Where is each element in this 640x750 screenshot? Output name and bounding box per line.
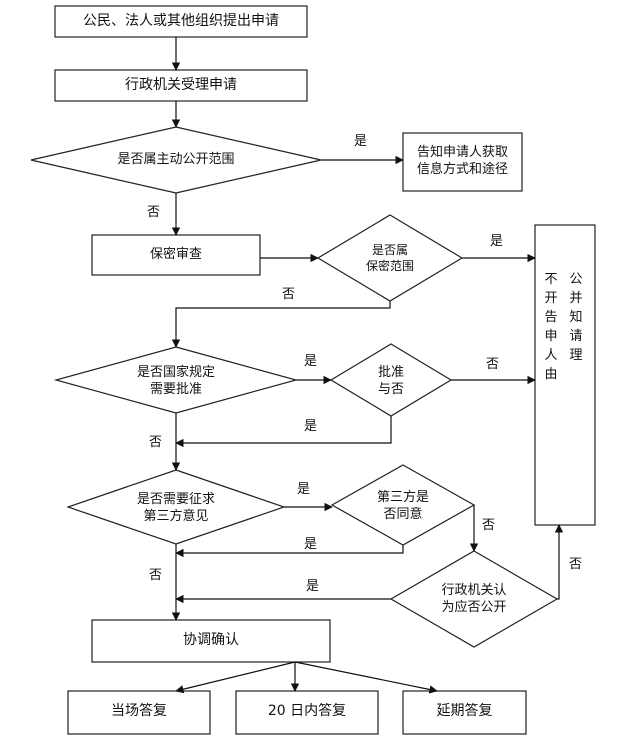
edge-third-needed-yes: 是: [297, 482, 311, 497]
accept-label: 行政机关受理申请: [125, 77, 237, 93]
secret-line-2: 保密范围: [365, 259, 414, 273]
edge-secret-yes: 是: [490, 234, 504, 249]
edge-proactive-no: 否: [147, 205, 161, 220]
reply-20days-label: 20 日内答复: [267, 703, 347, 719]
agency-decides-line-2: 为应否公开: [441, 600, 507, 615]
apply-label: 公民、法人或其他组织提出申请: [83, 13, 279, 29]
proactive-label: 是否属主动公开范围: [117, 152, 235, 167]
accept-box: [54, 69, 308, 102]
edge-approve-yes: 是: [304, 419, 318, 434]
arrow-approve-yes: [175, 416, 392, 448]
third-party-agree-label: 第三方是 否同意: [363, 489, 443, 523]
edge-third-needed-no: 否: [149, 568, 163, 583]
approval-needed-line-1: 是否国家规定: [136, 365, 215, 380]
coordinate-box: [91, 619, 331, 663]
edge-third-agree-yes: 是: [304, 537, 318, 552]
arrow-coordinate-extended: [294, 661, 438, 694]
coordinate-label: 协调确认: [183, 632, 239, 648]
not-disclose-col-2: 公并知请理: [569, 272, 583, 363]
reply-extended-box: [402, 690, 527, 735]
reply-extended-label: 延期答复: [436, 703, 493, 719]
apply-box: [54, 5, 308, 38]
agency-decides-label: 行政机关认 为应否公开: [424, 582, 524, 616]
edge-agency-yes: 是: [306, 579, 320, 594]
reply-onsite-label: 当场答复: [111, 703, 167, 719]
approval-needed-line-2: 需要批准: [149, 382, 202, 397]
inform-line-1: 告知申请人获取: [416, 145, 508, 160]
edge-secret-no: 否: [282, 287, 296, 302]
edge-third-agree-no: 否: [482, 518, 496, 533]
agency-decides-diamond: [389, 550, 559, 648]
arrow-third-agree-yes: [175, 545, 404, 558]
approve-label: 批准 与否: [361, 364, 421, 398]
approve-line-2: 与否: [377, 382, 404, 397]
inform-line-2: 信息方式和途径: [416, 162, 508, 177]
not-disclose-box: [534, 224, 596, 526]
inform-label: 告知申请人获取 信息方式和途径: [403, 144, 522, 178]
arrow-coordinate-onsite: [175, 661, 296, 694]
secret-line-1: 是否属: [371, 243, 408, 257]
agency-decides-line-1: 行政机关认: [441, 583, 507, 598]
edge-approval-needed-yes: 是: [304, 354, 318, 369]
edge-proactive-yes: 是: [354, 134, 368, 149]
third-party-agree-line-2: 否同意: [383, 507, 423, 522]
arrow-agency-no: [554, 524, 564, 600]
approve-line-1: 批准: [377, 365, 404, 380]
secrecy-review-box: [91, 234, 261, 276]
inform-box: [402, 132, 523, 192]
third-party-needed-line-2: 第三方意见: [143, 509, 209, 524]
third-party-needed-line-1: 是否需要征求: [136, 492, 215, 507]
third-party-needed-label: 是否需要征求 第三方意见: [116, 491, 236, 525]
edge-agency-no: 否: [569, 557, 583, 572]
approval-needed-label: 是否国家规定 需要批准: [116, 364, 236, 398]
edge-approve-no: 否: [486, 357, 500, 372]
arrow-secret-no: [171, 301, 391, 348]
secret-label: 是否属 保密范围: [340, 242, 440, 274]
secrecy-review-label: 保密审查: [149, 247, 202, 262]
third-party-agree-line-1: 第三方是: [376, 490, 429, 505]
reply-20days-box: [235, 690, 379, 735]
reply-onsite-box: [67, 690, 211, 735]
edge-approval-needed-no: 否: [149, 435, 163, 450]
not-disclose-col-1: 不开告申人由: [544, 272, 558, 382]
